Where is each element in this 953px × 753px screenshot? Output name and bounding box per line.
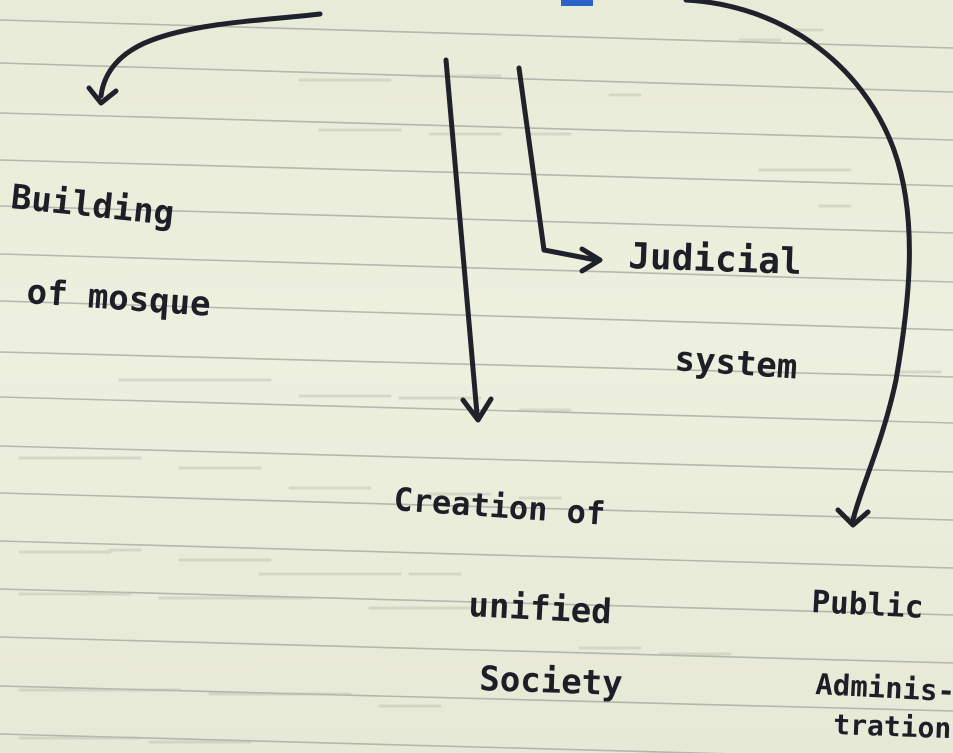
unified-line-3: Society — [479, 659, 624, 704]
arrows — [86, 0, 912, 528]
arrow-to-judicial — [516, 65, 599, 263]
public-line-3: tration — [833, 708, 952, 745]
public-line-2: Adminis- — [815, 667, 953, 708]
bleed-through-marks — [18, 28, 942, 744]
arrow-to-mosque-head — [86, 85, 119, 106]
top-blue-mark — [561, 0, 593, 6]
arrow-to-public-head — [835, 507, 871, 528]
unified-node: Creation of unified Society — [392, 480, 623, 704]
judicial-node: Judicial system — [628, 236, 803, 388]
public-line-1: Public — [811, 584, 925, 626]
mosque-line-2: of mosque — [25, 272, 212, 325]
unified-line-1: Creation of — [392, 480, 606, 533]
judicial-line-2: system — [673, 339, 798, 387]
arrow-to-mosque — [98, 11, 323, 99]
arrow-to-unified-head — [460, 396, 494, 423]
arrow-to-judicial-head — [579, 246, 603, 274]
ruled-lines — [0, 19, 953, 753]
judicial-line-1: Judicial — [628, 236, 803, 283]
mosque-node: Building of mosque — [9, 177, 212, 325]
arrow-to-unified — [443, 57, 480, 417]
arrow-to-public — [683, 0, 912, 523]
public-node: Public Adminis- tration — [811, 584, 953, 745]
mosque-line-1: Building — [9, 177, 176, 234]
unified-line-2: unified — [468, 585, 613, 632]
